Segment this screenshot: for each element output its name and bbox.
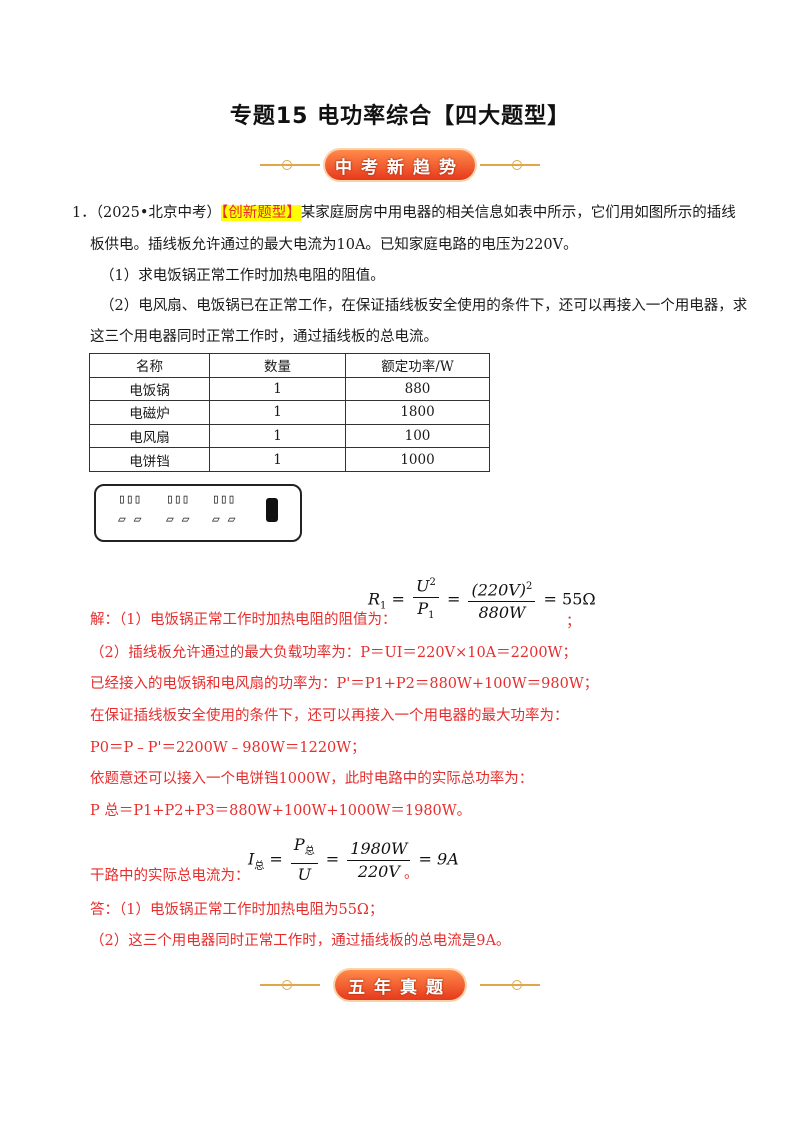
table-cell: 1 [209, 423, 346, 449]
formula-symbol: U [416, 576, 430, 596]
formula-sub: 总 [254, 860, 265, 872]
banner-line-right [480, 984, 540, 986]
formula-value: (220V) [471, 579, 527, 599]
socket-bottom-slots: ▱ ▱ [212, 512, 236, 527]
solution-line-8-end: 。 [404, 866, 419, 882]
table-cell: 电饭锅 [89, 376, 210, 402]
question-sub-2-line-1: （2）电风扇、电饭锅已在正常工作，在保证插线板安全使用的条件下，还可以再接入一个… [100, 298, 748, 314]
table-row: 电饼铛 1 1000 [89, 447, 490, 472]
table-cell: 1 [209, 376, 346, 402]
fraction: 1980W 220V [347, 838, 411, 883]
socket-top-slots: ▯▯▯ [212, 492, 236, 507]
answer-line-2: （2）这三个用电器同时正常工作时，通过插线板的总电流是9A。 [90, 933, 511, 949]
question-tag: 【创新题型】 [220, 205, 301, 221]
appliance-table: 名称 数量 额定功率/W 电饭锅 1 880 电磁炉 1 1800 电风扇 1 … [89, 353, 490, 472]
table-row: 电风扇 1 100 [89, 423, 490, 449]
formula-value: 1980W [347, 838, 411, 861]
formula-sub: 总 [304, 846, 315, 858]
socket-bottom-slots: ▱ ▱ [118, 512, 142, 527]
formula-value: 880W [478, 602, 526, 622]
table-header-cell: 数量 [209, 353, 346, 378]
solution-line-1-end: ； [566, 614, 581, 630]
formula-symbol: U [297, 865, 312, 885]
formula-resistance: R1 = U2 P1 = (220V)2 880W = 55Ω [368, 572, 596, 628]
formula-symbol: P [293, 835, 305, 854]
formula-sup: 2 [526, 580, 533, 592]
socket-top-slots: ▯▯▯ [166, 492, 190, 507]
formula-symbol: P [417, 599, 429, 619]
table-cell: 电风扇 [89, 423, 210, 449]
table-header-cell: 名称 [89, 353, 210, 378]
question-stem-1: 某家庭厨房中用电器的相关信息如表中所示，它们用如图所示的插线 [300, 205, 736, 221]
table-header-cell: 额定功率/W [345, 353, 490, 378]
table-cell: 1 [209, 400, 346, 425]
solution-line-3: 已经接入的电饭锅和电风扇的功率为：P'＝P1+P2＝880W+100W＝980W… [90, 676, 599, 692]
table-header-row: 名称 数量 额定功率/W [89, 353, 490, 378]
formula-sub: 1 [380, 600, 387, 612]
formula-result: 9A [437, 849, 459, 869]
formula-symbol: R [368, 589, 381, 609]
five-year-banner: 五 年 真 题 [250, 970, 550, 1000]
page-title: 专题15 电功率综合【四大题型】 [229, 104, 571, 129]
table-row: 电饭锅 1 880 [89, 376, 490, 402]
solution-line-1: 解：（1）电饭锅正常工作时加热电阻的阻值为： [90, 612, 397, 628]
five-year-char: 年 [374, 977, 400, 998]
formula-symbol: I [248, 849, 255, 869]
power-strip-figure: ▯▯▯ ▱ ▱ ▯▯▯ ▱ ▱ ▯▯▯ ▱ ▱ [94, 484, 302, 542]
answer-line-1: 答：（1）电饭锅正常工作时加热电阻为55Ω； [90, 902, 384, 918]
banner-ornament-left [282, 980, 292, 990]
table-cell: 电饼铛 [89, 447, 210, 472]
solution-line-7: P 总＝P1+P2+P3＝880W+100W+1000W＝1980W。 [90, 803, 472, 819]
question-stem-2: 板供电。插线板允许通过的最大电流为10A。已知家庭电路的电压为220V。 [90, 237, 578, 253]
banner-ornament-right [512, 160, 522, 170]
fraction: P总 U [290, 834, 318, 886]
question-line-1: 1．（2025•北京中考）【创新题型】某家庭厨房中用电器的相关信息如表中所示，它… [72, 203, 736, 223]
banner-line-right [480, 164, 540, 166]
power-switch-icon [266, 498, 278, 522]
question-sub-1: （1）求电饭锅正常工作时加热电阻的阻值。 [100, 268, 385, 284]
table-cell: 1 [209, 447, 346, 472]
table-cell: 880 [345, 376, 490, 402]
solution-line-6: 依题意还可以接入一个电饼铛1000W，此时电路中的实际总功率为： [90, 771, 534, 787]
trend-char: 新 [387, 157, 413, 178]
table-row: 电磁炉 1 1800 [89, 400, 490, 425]
socket-top-slots: ▯▯▯ [118, 492, 142, 507]
formula-value: 220V [357, 861, 400, 881]
formula-current: I总 = P总 U = 1980W 220V = 9A [248, 834, 459, 886]
solution-line-8: 干路中的实际总电流为： [90, 868, 250, 884]
banner-ornament-right [512, 980, 522, 990]
fraction: U2 P1 [413, 572, 439, 628]
question-source: （2025•北京中考） [95, 205, 221, 221]
question-sub-2-line-2: 这三个用电器同时正常工作时，通过插线板的总电流。 [90, 329, 438, 345]
trend-banner-pill: 中 考 新 趋 势 [325, 150, 475, 180]
question-number: 1． [72, 205, 96, 221]
trend-char: 趋 [413, 157, 439, 178]
banner-ornament-left [282, 160, 292, 170]
formula-sup: 2 [429, 577, 436, 588]
formula-sub: 1 [428, 610, 435, 622]
trend-banner: 中 考 新 趋 势 [250, 150, 550, 180]
table-cell: 1800 [345, 400, 490, 425]
formula-result: 55Ω [562, 589, 596, 609]
five-year-char: 真 [400, 977, 426, 998]
solution-line-5: P0＝P﹣P'＝2200W﹣980W＝1220W； [90, 740, 366, 756]
socket-bottom-slots: ▱ ▱ [166, 512, 190, 527]
trend-char: 考 [361, 157, 387, 178]
trend-char: 势 [439, 157, 465, 178]
fraction: (220V)2 880W [468, 576, 536, 624]
five-year-char: 五 [348, 977, 374, 998]
trend-char: 中 [335, 157, 361, 178]
table-cell: 电磁炉 [89, 400, 210, 425]
table-cell: 100 [345, 423, 490, 449]
five-year-banner-pill: 五 年 真 题 [335, 970, 465, 1000]
solution-line-2: （2）插线板允许通过的最大负载功率为：P＝UI＝220V×10A＝2200W； [90, 645, 577, 661]
solution-line-4: 在保证插线板安全使用的条件下，还可以再接入一个用电器的最大功率为： [90, 708, 569, 724]
five-year-char: 题 [426, 977, 452, 998]
table-cell: 1000 [345, 447, 490, 472]
